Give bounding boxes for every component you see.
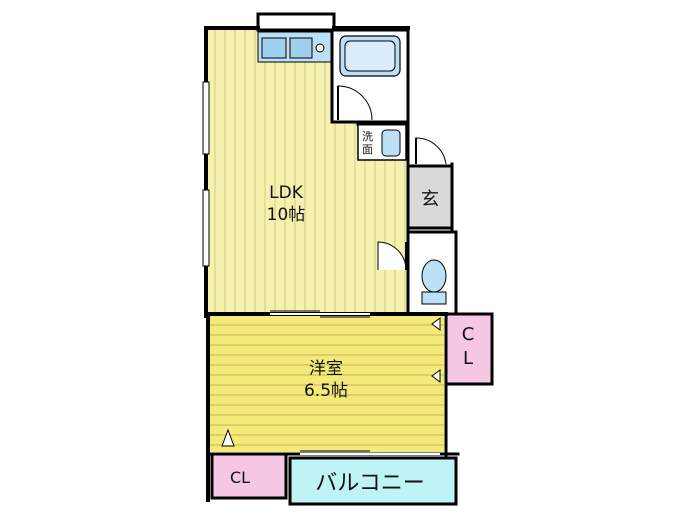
kitchen-counter xyxy=(257,31,333,63)
washroom-label-2: 面 xyxy=(362,143,373,156)
closet-bottom-label: CL xyxy=(230,468,250,487)
western-label: 洋室 xyxy=(309,359,343,379)
ldk-label: LDK xyxy=(269,183,304,203)
closet-bottom: CL xyxy=(210,428,288,500)
toilet-bowl-icon xyxy=(421,259,447,293)
toilet-tank xyxy=(421,291,447,305)
closet-right-label-l: L xyxy=(463,348,473,369)
western-size: 6.5帖 xyxy=(304,381,348,401)
ldk-size: 10帖 xyxy=(267,205,306,225)
balcony-label: バルコニー xyxy=(315,471,425,496)
washroom-label-1: 洗 xyxy=(362,130,373,143)
toilet-room xyxy=(377,230,458,316)
washroom: 洗 面 洗面 xyxy=(357,123,407,161)
sliding-doors xyxy=(270,310,440,458)
genkan-label: 玄 xyxy=(421,189,439,210)
genkan: 玄 xyxy=(406,164,454,230)
balcony: バルコニー xyxy=(288,456,458,506)
closet-right-label-c: C xyxy=(462,324,475,345)
left-windows xyxy=(202,81,210,267)
bathroom xyxy=(330,28,410,124)
western-room xyxy=(210,316,444,452)
closet-right: C L CL xyxy=(431,312,494,386)
kitchen-window-bump xyxy=(256,12,336,32)
entrance-door xyxy=(415,137,447,165)
